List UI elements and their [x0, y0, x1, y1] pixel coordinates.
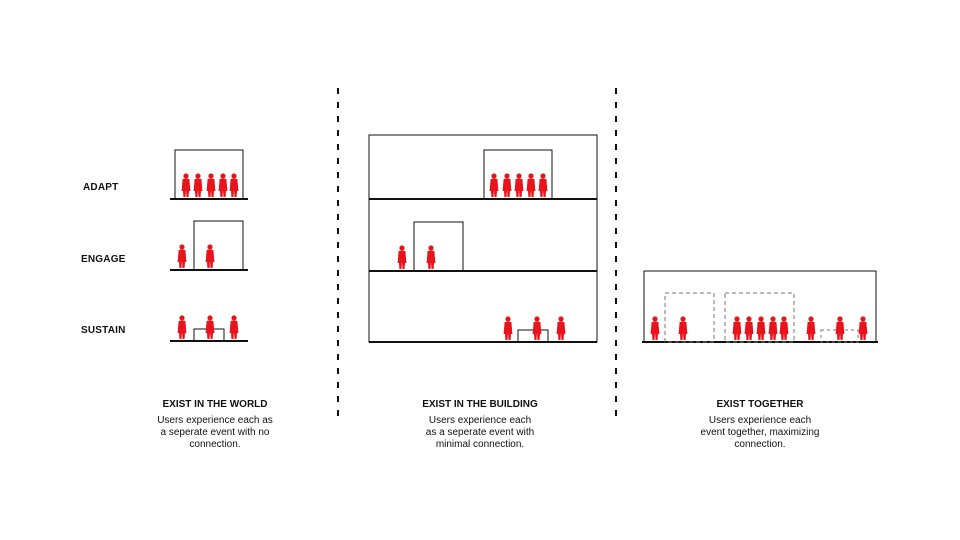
column-caption-world: EXIST IN THE WORLD Users experience each… — [130, 399, 300, 451]
description-line: minimal connection. — [435, 439, 525, 450]
person-icon — [397, 245, 407, 269]
building-sustain-people — [503, 316, 566, 340]
person-icon — [858, 316, 868, 340]
building-adapt-room — [483, 149, 553, 200]
person-icon — [806, 316, 816, 340]
row-label-adapt: ADAPT — [83, 182, 119, 193]
person-icon — [177, 315, 187, 339]
column-caption-building: EXIST IN THE BUILDING Users experience e… — [395, 399, 565, 451]
person-icon — [229, 173, 239, 197]
person-icon — [835, 316, 845, 340]
world-adapt-people — [181, 173, 239, 197]
person-icon — [177, 244, 187, 268]
column-title: EXIST TOGETHER — [716, 399, 804, 410]
person-icon — [556, 316, 566, 340]
person-icon — [514, 173, 524, 197]
world-engage-people — [177, 244, 215, 268]
person-icon — [532, 316, 542, 340]
person-icon — [205, 315, 215, 339]
column-description: Users experience each event together, ma… — [675, 415, 845, 451]
building-outline — [368, 134, 598, 343]
person-icon — [756, 316, 766, 340]
together-column — [642, 270, 878, 343]
description-line: Users experience each — [428, 415, 532, 426]
together-engage-room — [664, 292, 715, 343]
person-icon — [744, 316, 754, 340]
person-icon — [206, 173, 216, 197]
description-line: a seperate event with no — [160, 427, 270, 438]
row-label-sustain: SUSTAIN — [81, 325, 126, 336]
description-line: connection. — [189, 439, 241, 450]
column-title: EXIST IN THE WORLD — [162, 399, 268, 410]
world-adapt-room — [174, 149, 244, 200]
world-column — [170, 149, 248, 342]
person-icon — [502, 173, 512, 197]
description-line: event together, maximizing — [700, 427, 820, 438]
together-adapt-room — [724, 292, 795, 343]
building-engage-people — [397, 245, 436, 269]
person-icon — [503, 316, 513, 340]
column-caption-together: EXIST TOGETHER Users experience each eve… — [675, 399, 845, 451]
person-icon — [205, 244, 215, 268]
description-line: as a seperate event with — [425, 427, 535, 438]
row-label-engage: ENGAGE — [81, 254, 126, 265]
person-icon — [526, 173, 536, 197]
person-icon — [489, 173, 499, 197]
building-adapt-people — [489, 173, 548, 197]
world-sustain-people — [177, 315, 239, 339]
person-icon — [678, 316, 688, 340]
description-line: Users experience each as — [157, 415, 273, 426]
person-icon — [732, 316, 742, 340]
description-line: connection. — [734, 439, 786, 450]
person-icon — [538, 173, 548, 197]
column-title: EXIST IN THE BUILDING — [422, 399, 538, 410]
person-icon — [218, 173, 228, 197]
person-icon — [193, 173, 203, 197]
building-engage-room — [413, 221, 464, 272]
world-engage-room — [193, 220, 244, 271]
description-line: Users experience each — [708, 415, 812, 426]
person-icon — [229, 315, 239, 339]
building-column — [368, 134, 598, 343]
person-icon — [426, 245, 436, 269]
together-people — [650, 316, 868, 340]
column-description: Users experience each as a seperate even… — [130, 415, 300, 451]
column-description: Users experience each as a seperate even… — [395, 415, 565, 451]
person-icon — [181, 173, 191, 197]
person-icon — [650, 316, 660, 340]
person-icon — [779, 316, 789, 340]
person-icon — [768, 316, 778, 340]
